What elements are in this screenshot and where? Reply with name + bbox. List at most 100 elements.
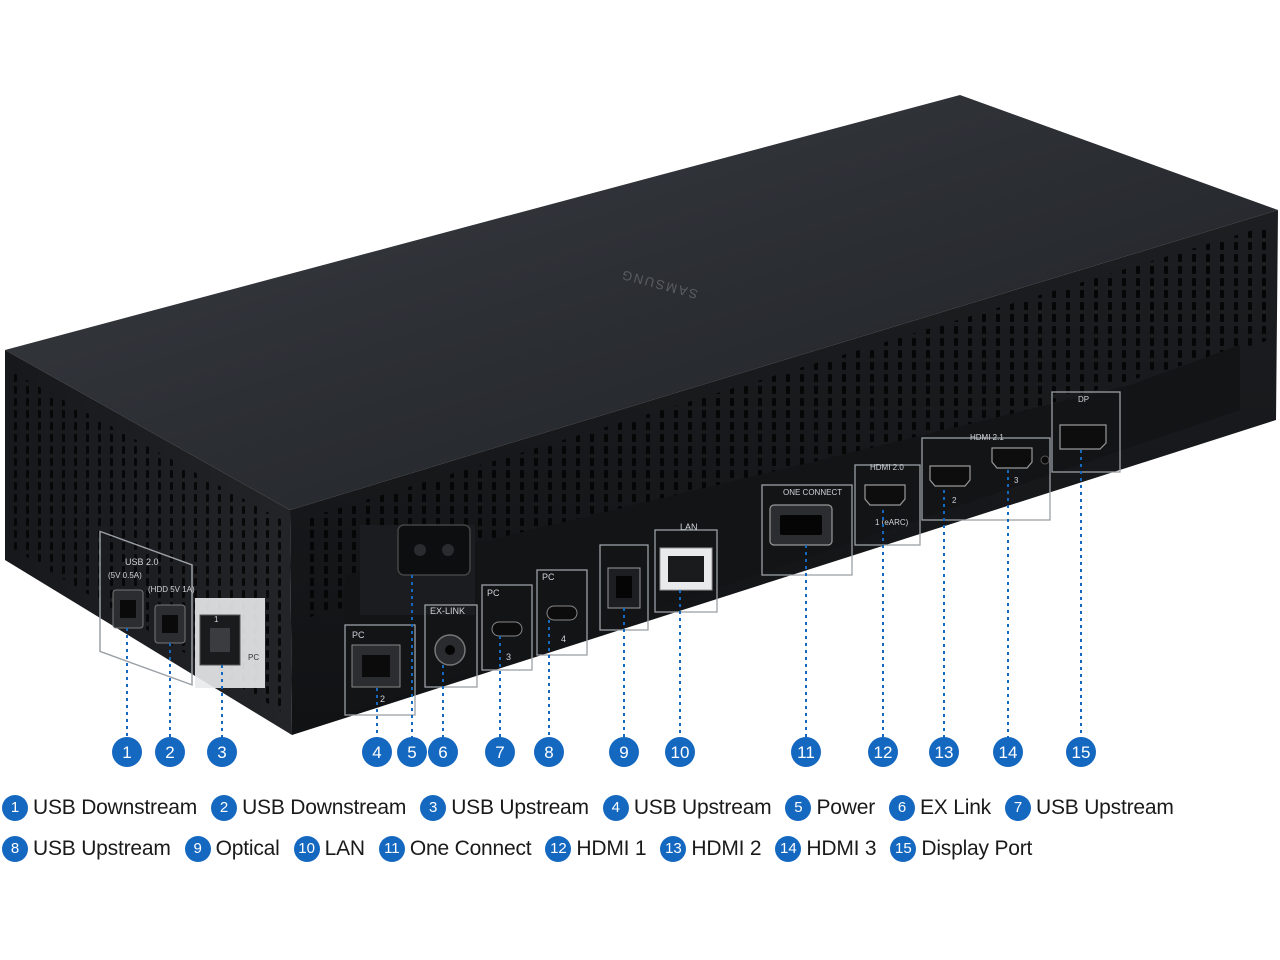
- svg-text:12: 12: [874, 743, 893, 762]
- svg-text:10: 10: [671, 743, 690, 762]
- hdmi21-group: HDMI 2.1 2 3: [921, 433, 1051, 521]
- callout-3: 3: [207, 737, 237, 767]
- legend-badge: 6: [889, 795, 915, 821]
- hdmi-port-1[interactable]: [864, 484, 906, 506]
- svg-text:2: 2: [165, 743, 174, 762]
- hdmi-port-2[interactable]: [929, 465, 971, 487]
- pc-usb-b-group: PC 2: [344, 624, 416, 716]
- usb-c-port-4[interactable]: [546, 605, 578, 621]
- usb-downstream-group: USB 2.0 (5V 0.5A) (HDD 5V 1A): [99, 530, 195, 686]
- device-top-surface: [5, 95, 1278, 510]
- dp-label: DP: [1078, 395, 1089, 404]
- legend-badge: 12: [545, 836, 572, 862]
- legend-badge: 1: [2, 795, 28, 821]
- callout-2: 2: [155, 737, 185, 767]
- earc-label: 1 (eARC): [875, 518, 909, 527]
- leader-lines: [126, 450, 1082, 738]
- power-socket[interactable]: [397, 524, 471, 576]
- callout-1: 1: [112, 737, 142, 767]
- hdmi-port-2-number: 2: [952, 496, 957, 505]
- ex-link-label: EX-LINK: [430, 606, 465, 616]
- legend-badge: 15: [890, 836, 917, 862]
- usb-c-port-3[interactable]: [491, 621, 523, 637]
- device-illustration: SAMSUNG USB 2.0 (5V 0.5A) (HDD 5V 1A) 1 …: [5, 95, 1278, 767]
- usb-b-port-4[interactable]: [351, 644, 401, 688]
- callout-12: 12: [868, 737, 898, 767]
- callout-7: 7: [485, 737, 515, 767]
- usb-c-port-3-number: 3: [506, 652, 511, 662]
- svg-text:4: 4: [372, 743, 381, 762]
- legend-badge: 11: [378, 836, 405, 862]
- legend-label: USB Upstream: [633, 796, 772, 819]
- legend-label: USB Upstream: [451, 796, 589, 819]
- legend-label: Display Port: [921, 837, 1033, 860]
- ex-link-group: EX-LINK: [424, 604, 478, 688]
- legend-label: HDMI 3: [806, 837, 877, 860]
- one-connect-group: ONE CONNECT: [761, 484, 853, 576]
- legend-label: Optical: [215, 837, 280, 860]
- usb-rating-1: (5V 0.5A): [108, 571, 142, 580]
- svg-text:7: 7: [495, 743, 504, 762]
- lan-label: LAN: [680, 522, 698, 532]
- usb-c-4-group: PC 4: [536, 569, 588, 656]
- callout-6: 6: [428, 737, 458, 767]
- callout-10: 10: [665, 737, 695, 767]
- hdmi-port-3-number: 3: [1014, 476, 1019, 485]
- legend-badge: 7: [1004, 795, 1031, 821]
- usb-c-port-4-number: 4: [561, 634, 566, 644]
- front-vents: [300, 225, 1270, 620]
- legend-badge: 9: [184, 836, 211, 862]
- svg-text:6: 6: [438, 743, 447, 762]
- callout-14: 14: [993, 737, 1023, 767]
- legend-label: Power: [816, 796, 875, 819]
- callout-4: 4: [362, 737, 392, 767]
- pc-label-4: PC: [352, 630, 365, 640]
- callout-15: 15: [1066, 737, 1096, 767]
- usb-c-3-group: PC 3: [481, 584, 533, 671]
- svg-text:13: 13: [935, 743, 954, 762]
- svg-text:8: 8: [544, 743, 553, 762]
- power-group: [360, 524, 475, 615]
- svg-text:11: 11: [797, 743, 815, 762]
- svg-text:1: 1: [122, 743, 131, 762]
- legend-badge: 4: [602, 795, 629, 821]
- legend-badge: 14: [775, 836, 802, 862]
- legend-label: HDMI 1: [576, 837, 647, 860]
- hdmi-port-3[interactable]: [991, 447, 1033, 469]
- displayport-port[interactable]: [1059, 424, 1107, 450]
- pc-label-side: PC: [248, 653, 259, 662]
- dp-group: DP: [1051, 391, 1121, 473]
- lan-group: LAN: [654, 522, 718, 613]
- callouts: 1 2 3 4 5 6 7 8 9 10 11 12 13 14 15: [112, 737, 1096, 767]
- usb-port-3-number: 1: [214, 615, 219, 624]
- hdmi20-group: HDMI 2.0 1 (eARC): [854, 463, 921, 546]
- legend-badge: 13: [660, 836, 687, 862]
- legend-label: One Connect: [409, 837, 532, 860]
- legend-label: USB Upstream: [1035, 796, 1174, 819]
- legend-badge: 5: [785, 795, 812, 821]
- svg-text:9: 9: [619, 743, 628, 762]
- svg-text:14: 14: [999, 743, 1018, 762]
- legend-badge: 8: [2, 836, 28, 862]
- legend-badge: 2: [211, 795, 238, 821]
- hdmi20-label: HDMI 2.0: [870, 463, 904, 472]
- usb-upstream-side-group: 1 PC: [195, 598, 265, 688]
- legend-badge: 3: [420, 795, 447, 821]
- pc-label-3: PC: [487, 588, 500, 598]
- legend-label: USB Downstream: [33, 796, 198, 819]
- hdmi21-label: HDMI 2.1: [970, 433, 1004, 442]
